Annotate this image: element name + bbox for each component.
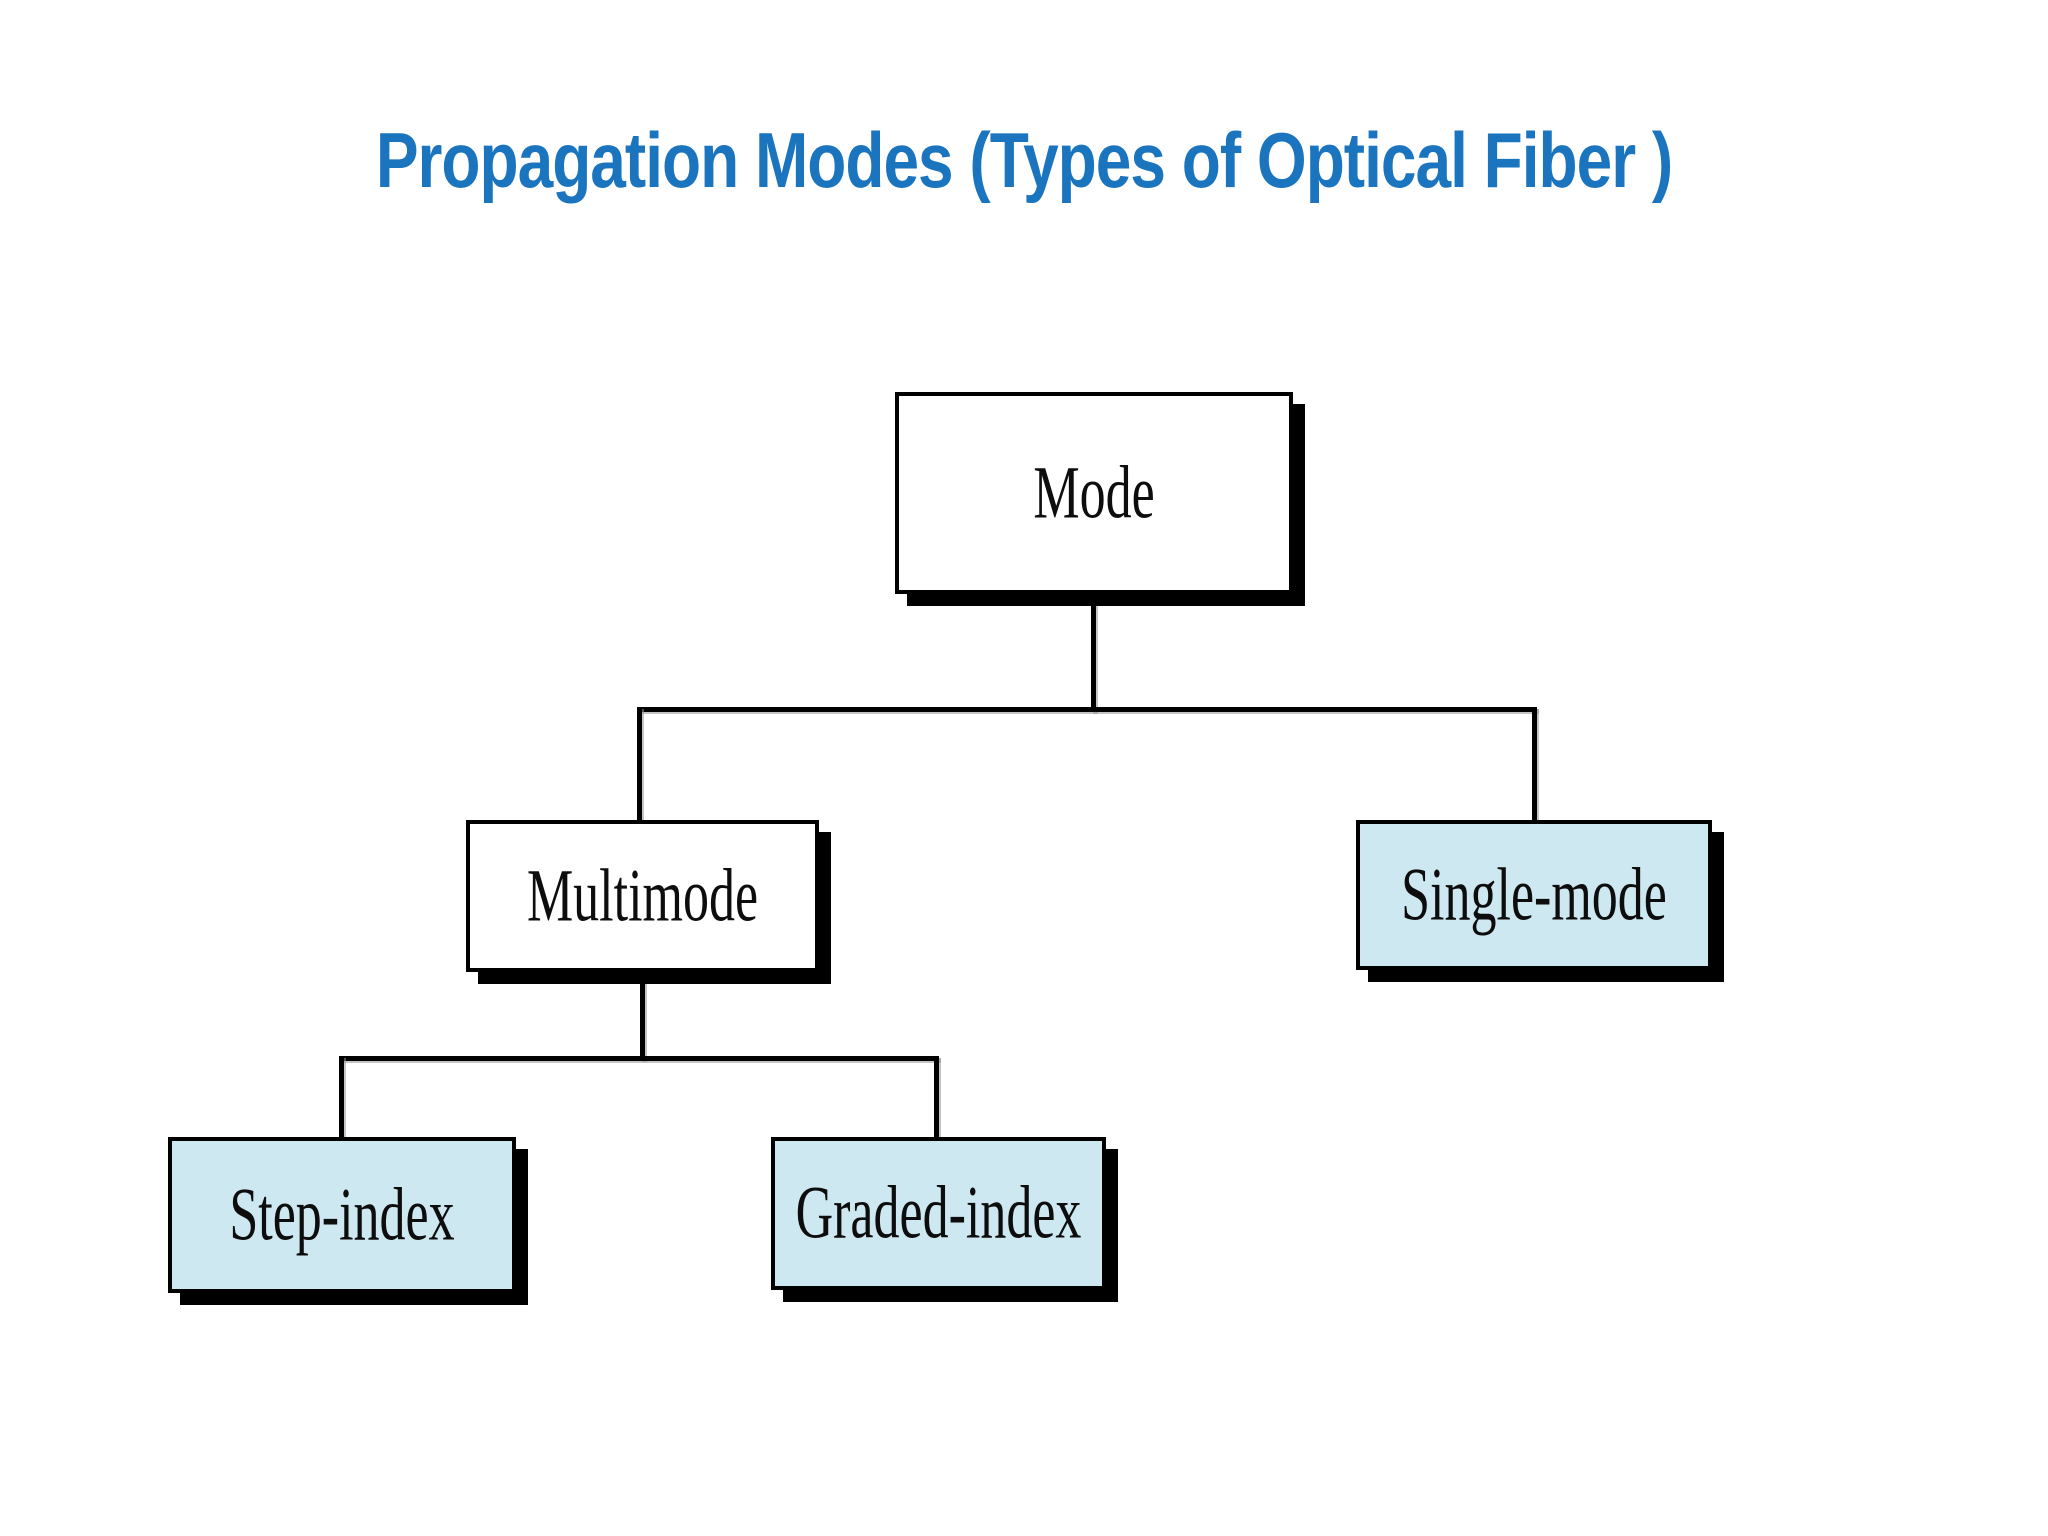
node-mode-label: Mode <box>1033 451 1155 535</box>
connector-level1-horizontal <box>637 707 1537 712</box>
node-mode: Mode <box>895 392 1293 594</box>
node-graded-index: Graded-index <box>771 1137 1106 1290</box>
node-step-index: Step-index <box>168 1137 516 1293</box>
connector-drop-multimode <box>637 707 642 824</box>
connector-drop-step-index <box>339 1056 344 1141</box>
page-title: Propagation Modes (Types of Optical Fibe… <box>0 121 2048 199</box>
node-graded-index-label: Graded-index <box>795 1172 1082 1255</box>
page-title-text: Propagation Modes (Types of Optical Fibe… <box>375 116 1673 204</box>
node-multimode: Multimode <box>466 820 819 972</box>
connector-level2-horizontal <box>339 1056 939 1061</box>
node-single-mode: Single-mode <box>1356 820 1712 970</box>
node-step-index-label: Step-index <box>229 1173 455 1257</box>
node-multimode-label: Multimode <box>526 854 759 938</box>
connector-multimode-stem <box>640 974 645 1060</box>
node-single-mode-label: Single-mode <box>1401 853 1667 937</box>
connector-mode-stem <box>1091 596 1096 712</box>
connector-drop-single-mode <box>1532 707 1537 824</box>
connector-drop-graded-index <box>934 1056 939 1141</box>
